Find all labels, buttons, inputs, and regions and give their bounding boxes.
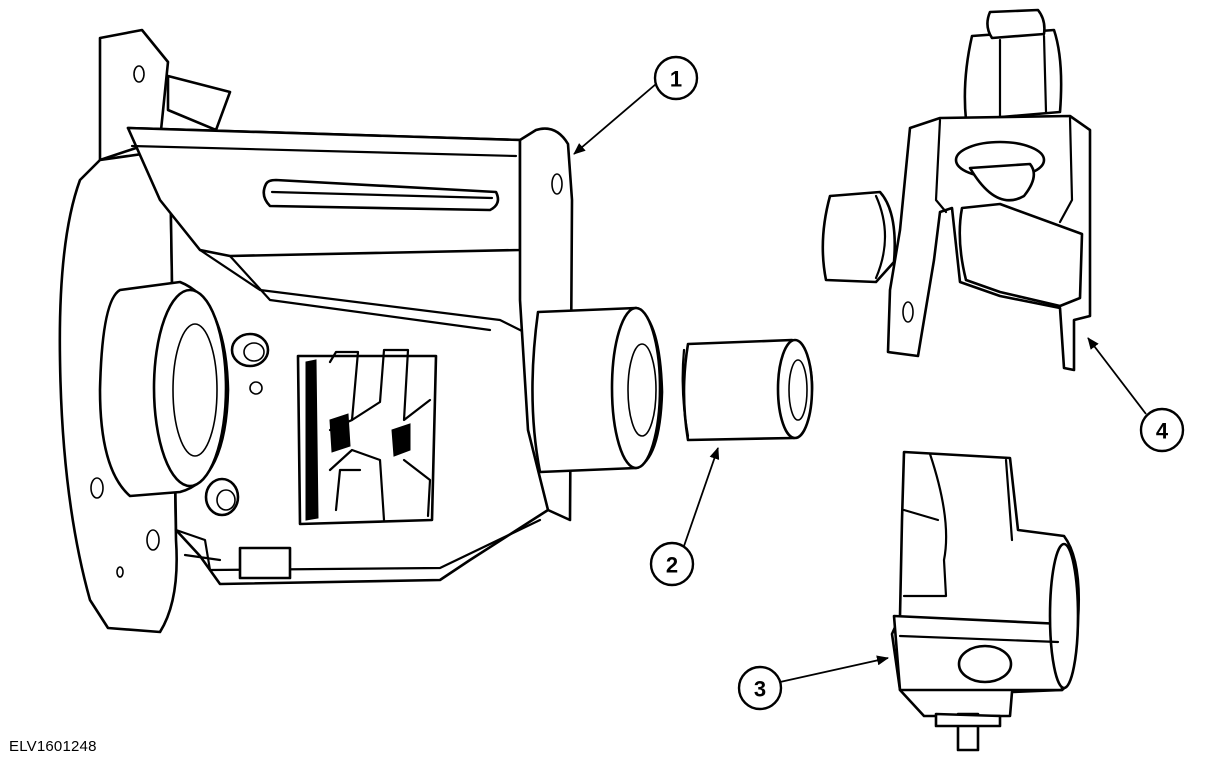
- callout-3-label: 3: [754, 677, 766, 702]
- callout-1-label: 1: [670, 67, 682, 92]
- leader-line-4: [1087, 337, 1147, 415]
- callout-1: 1: [653, 55, 699, 101]
- leader-line-2: [683, 447, 720, 547]
- bushing-part: [681, 338, 814, 442]
- callout-2-label: 2: [666, 553, 678, 578]
- callout-4: 4: [1139, 407, 1185, 453]
- leader-lines: [573, 83, 1147, 683]
- callout-3: 3: [737, 665, 783, 711]
- callout-4-label: 4: [1156, 419, 1169, 444]
- callout-2: 2: [649, 541, 695, 587]
- switch-block-part: [890, 450, 1081, 752]
- leader-line-1: [573, 83, 657, 155]
- housing-bracket-part: [58, 28, 664, 634]
- figure-id-label: ELV1601248: [9, 738, 97, 755]
- switch-bracket-part: [821, 8, 1092, 372]
- leader-line-3: [779, 655, 889, 683]
